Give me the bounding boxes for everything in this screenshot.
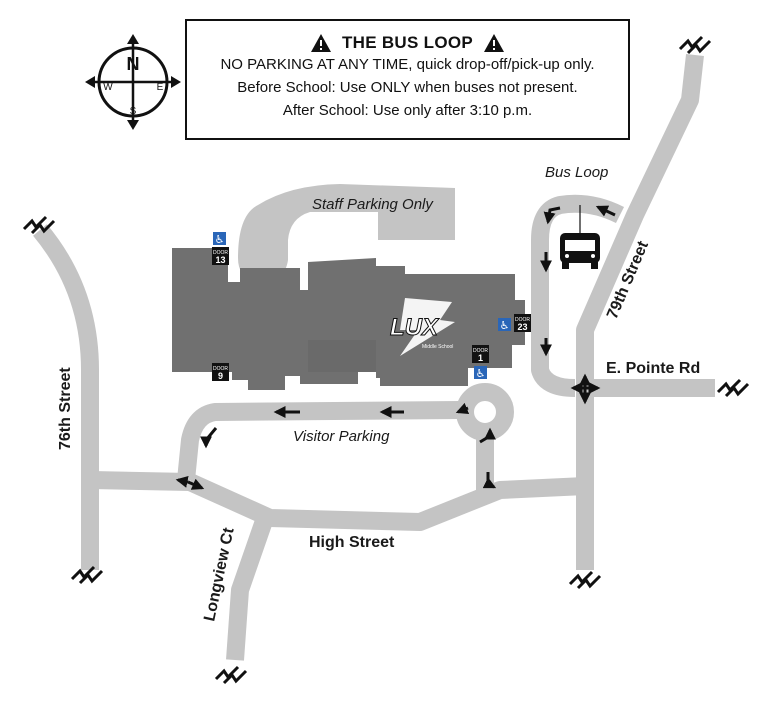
label-staff-parking: Staff Parking Only [312,196,433,213]
label-high-street: High Street [309,534,395,551]
road-longview-ct [226,515,274,661]
road-76th-street [33,224,99,570]
road-break-longview-icon [214,665,248,685]
door-1-label: DOOR [473,348,488,354]
door-9-label: DOOR [213,366,228,372]
notice-line-before-school: Before School: Use ONLY when buses not p… [237,79,578,96]
label-bus-loop: Bus Loop [545,164,609,181]
road-high-street [186,473,586,531]
traffic-arrows [200,205,616,489]
svg-text:♿: ♿ [476,367,486,380]
lux-logo: LUX Middle School [390,298,455,356]
compass-west: W [103,82,113,93]
notice-title-row: THE BUS LOOP [187,33,628,53]
bus-icon [560,205,600,269]
label-visitor-parking: Visitor Parking [293,428,390,445]
door-13-label: DOOR [213,250,228,256]
road-79th-street [576,54,704,570]
accessible-entrance-icon: ♿ [498,318,511,332]
road-break-79th-north-icon [678,35,712,55]
svg-text:♿: ♿ [500,319,510,332]
door-13-number: 13 [215,255,225,265]
road-visitor-lot [177,401,461,481]
intersection-arrows [570,373,601,405]
door-9: DOOR 9 [212,363,229,381]
door-23: DOOR 23 [514,314,531,332]
compass-rose: N S E W [85,34,181,130]
road-break-pointe-icon [716,378,750,398]
road-break-79th-south-icon [568,570,602,590]
compass-east: E [157,82,164,93]
notice-line-after-school: After School: Use only after 3:10 p.m. [282,102,533,119]
door-9-number: 9 [218,371,223,381]
accessible-parking-icon: ♿ [213,232,226,246]
accessible-door-icon: ♿ [474,366,487,380]
warning-icon [484,34,505,52]
notice-title: THE BUS LOOP [341,33,474,52]
compass-south: S [130,106,137,117]
staff-parking-lot [238,184,455,282]
door-1-number: 1 [478,353,483,363]
road-76th-connector [91,471,191,491]
warning-icon [310,34,331,52]
notice-line-parking: NO PARKING AT ANY TIME, quick drop-off/p… [220,56,595,73]
door-1: DOOR 1 [472,345,489,363]
svg-text:♿: ♿ [215,233,225,246]
label-e-pointe-rd: E. Pointe Rd [606,360,701,377]
road-roundabout [456,383,514,441]
lux-logo-subtitle: Middle School [422,344,453,350]
door-23-number: 23 [517,322,527,332]
door-13: DOOR 13 [212,247,229,265]
compass-north: N [127,54,140,74]
high-street-arrows [175,475,205,490]
label-76th-street: 76th Street [57,367,74,450]
school-building [172,248,525,390]
door-23-label: DOOR [515,317,530,323]
lux-logo-text: LUX [390,314,440,341]
bus-loop-notice: THE BUS LOOP NO PARKING AT ANY TIME, qui… [185,19,630,140]
